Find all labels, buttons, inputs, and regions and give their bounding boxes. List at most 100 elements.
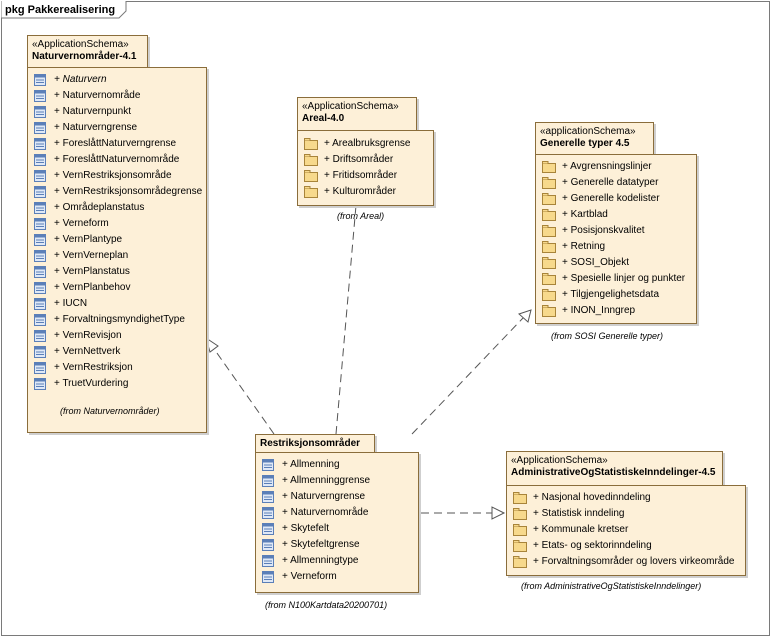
package-item[interactable]: + Avgrensningslinjer	[536, 159, 696, 175]
package-item[interactable]: + Skytefelt	[256, 521, 418, 537]
package-item[interactable]: + IUCN	[28, 296, 206, 312]
folder-icon	[542, 273, 556, 291]
folder-icon	[542, 257, 556, 275]
class-icon	[262, 475, 274, 493]
class-icon	[34, 106, 46, 124]
folder-icon	[304, 170, 318, 188]
folder-icon	[542, 177, 556, 195]
package-item[interactable]: + Naturvernpunkt	[28, 104, 206, 120]
package-item-label: + Skytefeltgrense	[282, 539, 360, 550]
from-naturvern: (from Naturvernområder)	[60, 406, 160, 416]
package-item[interactable]: + Generelle kodelister	[536, 191, 696, 207]
package-item[interactable]: + ForvaltningsmyndighetType	[28, 312, 206, 328]
package-item[interactable]: + Retning	[536, 239, 696, 255]
package-item[interactable]: + Driftsområder	[298, 152, 433, 168]
package-item[interactable]: + Posisjonskvalitet	[536, 223, 696, 239]
package-item-label: + Naturvern	[54, 74, 107, 85]
package-contents: + Nasjonal hovedinndeling + Statistisk in…	[507, 490, 745, 570]
package-item[interactable]: + VernPlanstatus	[28, 264, 206, 280]
folder-icon	[513, 524, 527, 542]
class-icon	[262, 523, 274, 541]
package-tab: «applicationSchema» Generelle typer 4.5	[535, 122, 654, 155]
package-item[interactable]: + VernRestriksjon	[28, 360, 206, 376]
package-item[interactable]: + Etats- og sektorinndeling	[507, 538, 745, 554]
package-item[interactable]: + Spesielle linjer og punkter	[536, 271, 696, 287]
package-item[interactable]: + Kommunale kretser	[507, 522, 745, 538]
package-item[interactable]: + ForeslåttNaturverngrense	[28, 136, 206, 152]
package-body: + Avgrensningslinjer + Generelle datatype…	[535, 154, 697, 324]
package-contents: + Avgrensningslinjer + Generelle datatype…	[536, 159, 696, 319]
package-item[interactable]: + VernRestriksjonsområdegrense	[28, 184, 206, 200]
class-icon	[262, 571, 274, 589]
package-tab: Restriksjonsområder	[255, 434, 375, 453]
folder-icon	[304, 154, 318, 172]
package-item[interactable]: + VernNettverk	[28, 344, 206, 360]
package-item[interactable]: + Arealbruksgrense	[298, 136, 433, 152]
folder-icon	[542, 289, 556, 307]
package-item-label: + VernPlanstatus	[54, 266, 130, 277]
package-item-label: + Fritidsområder	[324, 170, 398, 181]
package-item[interactable]: + VernRestriksjonsområde	[28, 168, 206, 184]
package-item[interactable]: + Allmenningtype	[256, 553, 418, 569]
package-item[interactable]: + Tilgjengelighetsdata	[536, 287, 696, 303]
package-item-label: + Statistisk inndeling	[533, 508, 625, 519]
package-item[interactable]: + VernVerneplan	[28, 248, 206, 264]
class-icon	[34, 186, 46, 204]
package-item[interactable]: + Kartblad	[536, 207, 696, 223]
package-item[interactable]: + Naturverngrense	[28, 120, 206, 136]
package-item-label: + Kommunale kretser	[533, 524, 629, 535]
package-item[interactable]: + Fritidsområder	[298, 168, 433, 184]
class-icon	[34, 234, 46, 252]
package-item[interactable]: + Naturvernområde	[28, 88, 206, 104]
package-item-label: + VernNettverk	[54, 346, 121, 357]
package-item[interactable]: + Nasjonal hovedinndeling	[507, 490, 745, 506]
package-item[interactable]: + VernRevisjon	[28, 328, 206, 344]
package-item-label: + VernPlantype	[54, 234, 123, 245]
package-item-label: + Arealbruksgrense	[324, 138, 411, 149]
package-item-label: + VernRestriksjonsområde	[54, 170, 172, 181]
package-item[interactable]: + Områdeplanstatus	[28, 200, 206, 216]
package-item[interactable]: + Naturvern	[28, 72, 206, 88]
package-item-label: + SOSI_Objekt	[562, 257, 629, 268]
package-item-label: + Skytefelt	[282, 523, 329, 534]
package-item[interactable]: + Verneform	[28, 216, 206, 232]
package-item[interactable]: + Kulturområder	[298, 184, 433, 200]
package-item[interactable]: + Statistisk inndeling	[507, 506, 745, 522]
package-item[interactable]: + VernPlanbehov	[28, 280, 206, 296]
package-item-label: + Avgrensningslinjer	[562, 161, 652, 172]
package-name: Restriksjonsområder	[260, 438, 361, 449]
package-item-label: + Verneform	[282, 571, 337, 582]
package-item-label: + ForeslåttNaturverngrense	[54, 138, 177, 149]
dependency-restriksjon-to-generelle	[411, 317, 524, 435]
package-item-label: + Allmenninggrense	[282, 475, 371, 486]
class-icon	[34, 282, 46, 300]
class-icon	[34, 250, 46, 268]
package-item-label: + ForvaltningsmyndighetType	[54, 314, 185, 325]
package-stereotype: «ApplicationSchema»	[511, 455, 608, 466]
class-icon	[34, 362, 46, 380]
package-item[interactable]: + ForeslåttNaturvernområde	[28, 152, 206, 168]
package-item[interactable]: + Generelle datatyper	[536, 175, 696, 191]
package-item[interactable]: + Naturverngrense	[256, 489, 418, 505]
package-item-label: + Naturvernområde	[54, 90, 141, 101]
package-item[interactable]: + TruetVurdering	[28, 376, 206, 392]
package-item[interactable]: + Verneform	[256, 569, 418, 585]
package-item[interactable]: + VernPlantype	[28, 232, 206, 248]
package-item[interactable]: + SOSI_Objekt	[536, 255, 696, 271]
package-item[interactable]: + INON_Inngrep	[536, 303, 696, 319]
package-item[interactable]: + Allmenning	[256, 457, 418, 473]
class-icon	[34, 330, 46, 348]
package-item-label: + Spesielle linjer og punkter	[562, 273, 686, 284]
frame-tab	[1, 1, 127, 19]
package-item[interactable]: + Allmenninggrense	[256, 473, 418, 489]
package-item[interactable]: + Skytefeltgrense	[256, 537, 418, 553]
folder-icon	[542, 209, 556, 227]
package-body: + Allmenning + Allmenninggrense + Naturver…	[255, 452, 419, 593]
package-item[interactable]: + Naturvernområde	[256, 505, 418, 521]
package-item-label: + VernPlanbehov	[54, 282, 131, 293]
package-stereotype: «applicationSchema»	[540, 126, 636, 137]
package-item[interactable]: + Forvaltningsområder og lovers virkeomr…	[507, 554, 745, 570]
package-item-label: + Naturverngrense	[54, 122, 138, 133]
